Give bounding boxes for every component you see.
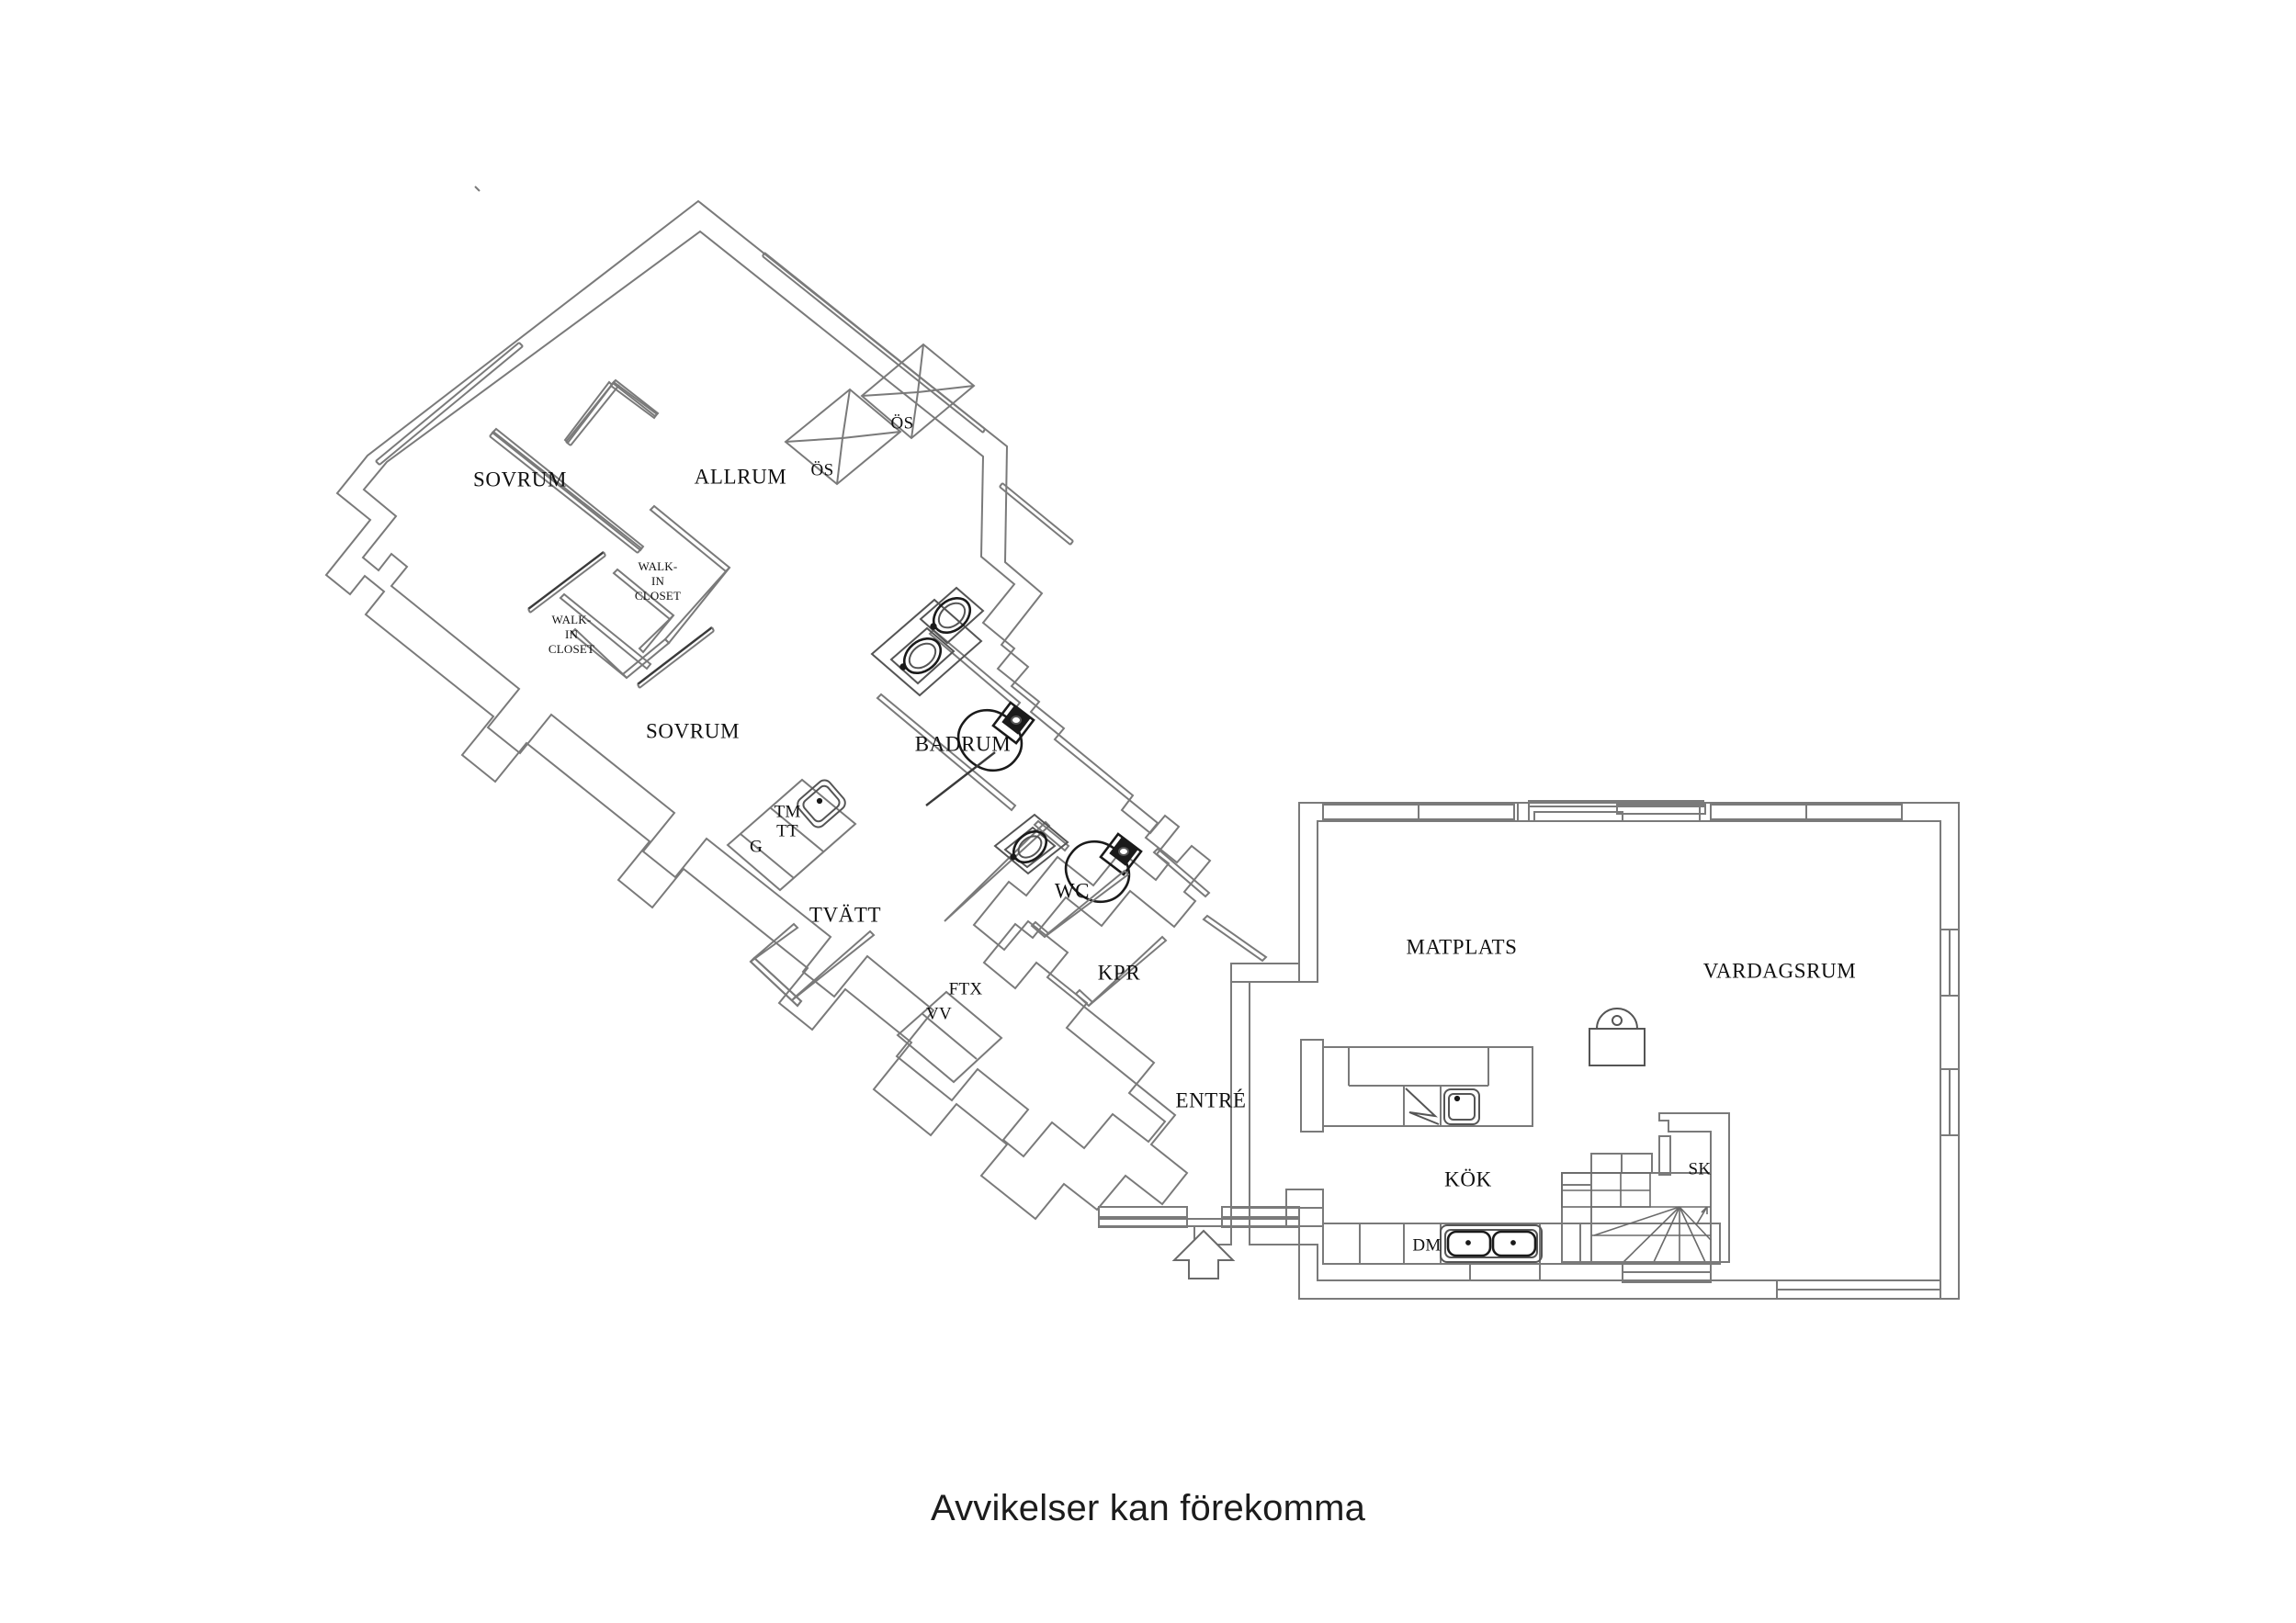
room-label-os-2: ÖS [891,413,914,433]
east-block-walls [1098,800,1960,1300]
svg-text:CLOSET: CLOSET [549,642,594,656]
badrum-group [870,586,1051,922]
room-label-ftx: FTX [949,979,983,998]
stair-treads [1561,1172,1712,1263]
kitchen-counter-run [1285,1189,1721,1281]
room-label-os-1: ÖS [811,460,834,479]
svg-text:IN: IN [651,574,665,588]
room-label-badrum: BADRUM [915,732,1012,755]
toilet-badrum-fixture [956,701,1035,772]
laundry-units-group [726,778,857,892]
double-kitchen-sink-fixture [1440,1224,1543,1263]
room-label-vv: VV [926,1004,952,1023]
room-label-sovrum-1: SOVRUM [473,468,567,490]
kpr-group [1030,847,1268,1008]
walk-in-closets-group [527,504,731,689]
room-label-allrum: ALLRUM [695,465,787,488]
room-label-walk-in-2: WALK- IN CLOSET [635,559,681,603]
tvatt-partition [749,922,876,1008]
room-label-tm-tt: TM TT [774,802,800,840]
island-sink-fixture [1443,1088,1480,1125]
svg-text:TT: TT [776,821,798,840]
closet-door-leaf-2 [637,626,715,689]
room-label-entre: ENTRÉ [1175,1088,1246,1111]
room-label-tvatt: TVÄTT [809,903,881,926]
toilet-wc-fixture [1064,832,1143,903]
svg-text:WALK-: WALK- [639,559,678,573]
kitchen-island [1300,1039,1533,1133]
svg-text:CLOSET: CLOSET [635,589,681,603]
svg-text:WALK-: WALK- [552,613,592,626]
wc-group [993,813,1143,903]
room-label-walk-in-1: WALK- IN CLOSET [549,613,594,656]
svg-text:TM: TM [774,802,800,821]
room-label-dm: DM [1412,1235,1441,1255]
north-windows [1322,800,1903,822]
ftx-vv-group [896,990,1003,1084]
south-wall-features [1776,1279,1941,1300]
room-label-matplats: MATPLATS [1406,935,1517,958]
room-label-vardagsrum: VARDAGSRUM [1703,959,1857,982]
double-washbasin-fixture [870,586,985,697]
staircase-group [1561,1112,1730,1283]
east-windows [1940,929,1960,1136]
os-closet-2 [860,343,976,440]
entrance-arrow[interactable] [1171,1229,1236,1279]
room-label-sovrum-2: SOVRUM [646,719,740,742]
svg-text:IN: IN [565,627,579,641]
disclaimer-note: Avvikelser kan förekomma [930,1488,1366,1528]
room-label-kok: KÖK [1444,1167,1492,1190]
room-label-sk: SK [1689,1159,1712,1178]
washbasin-wc-fixture [993,813,1069,875]
room-labels: SOVRUM ALLRUM ÖS ÖS WALK- IN CLOSET WALK… [473,413,1856,1255]
room-label-kpr: KPR [1098,961,1141,984]
laundry-sink-fixture [797,779,846,828]
closet-door-leaf-1 [527,551,606,614]
wood-stove-fixture [1589,1008,1646,1066]
room-label-g: G [750,837,763,856]
wing-windows [375,252,1074,546]
diagonal-wing-walls [324,186,1268,1221]
os-closet-1 [784,388,902,486]
room-label-wc: WC [1055,879,1090,902]
